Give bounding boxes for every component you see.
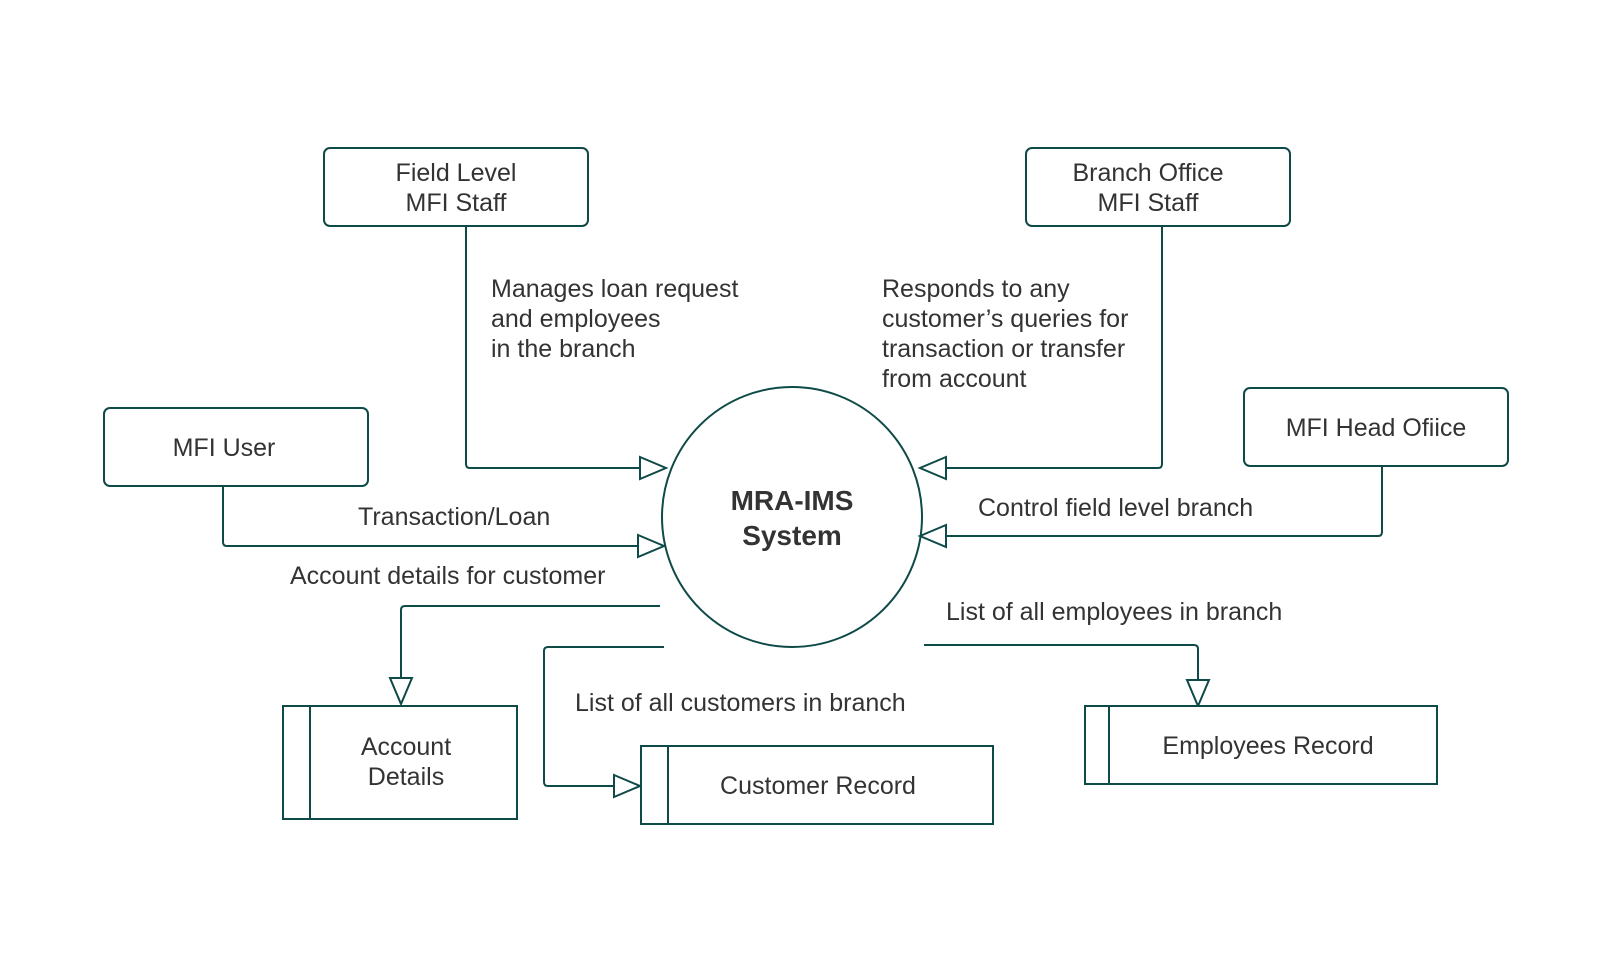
entity-branch-staff-line2: MFI Staff	[1098, 189, 1199, 217]
svg-text:in the branch: in the branch	[491, 335, 636, 363]
svg-text:and employees: and employees	[491, 305, 661, 333]
entity-head-office-label: MFI Head Ofiice	[1286, 414, 1467, 442]
svg-text:Manages loan request: Manages loan request	[491, 275, 738, 303]
svg-text:Responds to any: Responds to any	[882, 275, 1070, 303]
flow-field-staff-to-system	[465, 226, 669, 481]
arrowhead	[1185, 679, 1211, 709]
flow-mfi-user-to-system	[222, 486, 667, 559]
process-label-line1: MRA-IMS	[731, 485, 854, 516]
process-mra-ims-system[interactable]: MRA-IMS System	[661, 386, 923, 648]
flow-label-control: Control field level branch	[978, 494, 1253, 522]
flow-label-account-details: Account details for customer	[290, 562, 605, 590]
store-account-details[interactable]: Account Details	[282, 705, 518, 820]
flow-label-responds: Responds to any customer’s queries for t…	[882, 275, 1128, 393]
arrowhead	[637, 533, 667, 559]
svg-text:customer’s queries for: customer’s queries for	[882, 305, 1128, 333]
store-customer-label: Customer Record	[720, 772, 916, 800]
entity-branch-staff-line1: Branch Office	[1072, 159, 1223, 187]
svg-text:from account: from account	[882, 365, 1027, 393]
flow-label-manages: Manages loan request and employees in th…	[491, 275, 738, 363]
flow-branch-staff-to-system	[917, 226, 1163, 481]
arrowhead	[388, 677, 414, 707]
entity-field-level-staff[interactable]: Field Level MFI Staff	[323, 147, 589, 227]
entity-mfi-user-label: MFI User	[173, 434, 276, 462]
arrowhead	[917, 523, 947, 549]
store-customer-record[interactable]: Customer Record	[640, 745, 994, 825]
entity-field-staff-line2: MFI Staff	[406, 189, 507, 217]
arrowhead	[639, 455, 669, 481]
flow-system-to-customer-record	[543, 646, 664, 799]
arrowhead	[917, 455, 947, 481]
store-employees-label: Employees Record	[1162, 732, 1373, 760]
entity-field-staff-line1: Field Level	[396, 159, 517, 187]
process-label-line2: System	[742, 520, 842, 551]
flow-label-transaction: Transaction/Loan	[358, 503, 550, 531]
store-account-line1: Account	[361, 733, 451, 761]
store-account-line2: Details	[368, 763, 444, 791]
store-employees-record[interactable]: Employees Record	[1084, 705, 1438, 785]
arrowhead	[613, 773, 643, 799]
flow-system-to-employees-record	[924, 644, 1211, 709]
entity-branch-office-staff[interactable]: Branch Office MFI Staff	[1025, 147, 1291, 227]
entity-mfi-head-office[interactable]: MFI Head Ofiice	[1243, 387, 1509, 467]
flow-label-employees-list: List of all employees in branch	[946, 598, 1282, 626]
flow-system-to-account-details	[388, 605, 660, 707]
svg-text:transaction or transfer: transaction or transfer	[882, 335, 1125, 363]
flow-head-office-to-system	[917, 466, 1383, 549]
flow-label-customers-list: List of all customers in branch	[575, 689, 906, 717]
entity-mfi-user[interactable]: MFI User	[103, 407, 369, 487]
